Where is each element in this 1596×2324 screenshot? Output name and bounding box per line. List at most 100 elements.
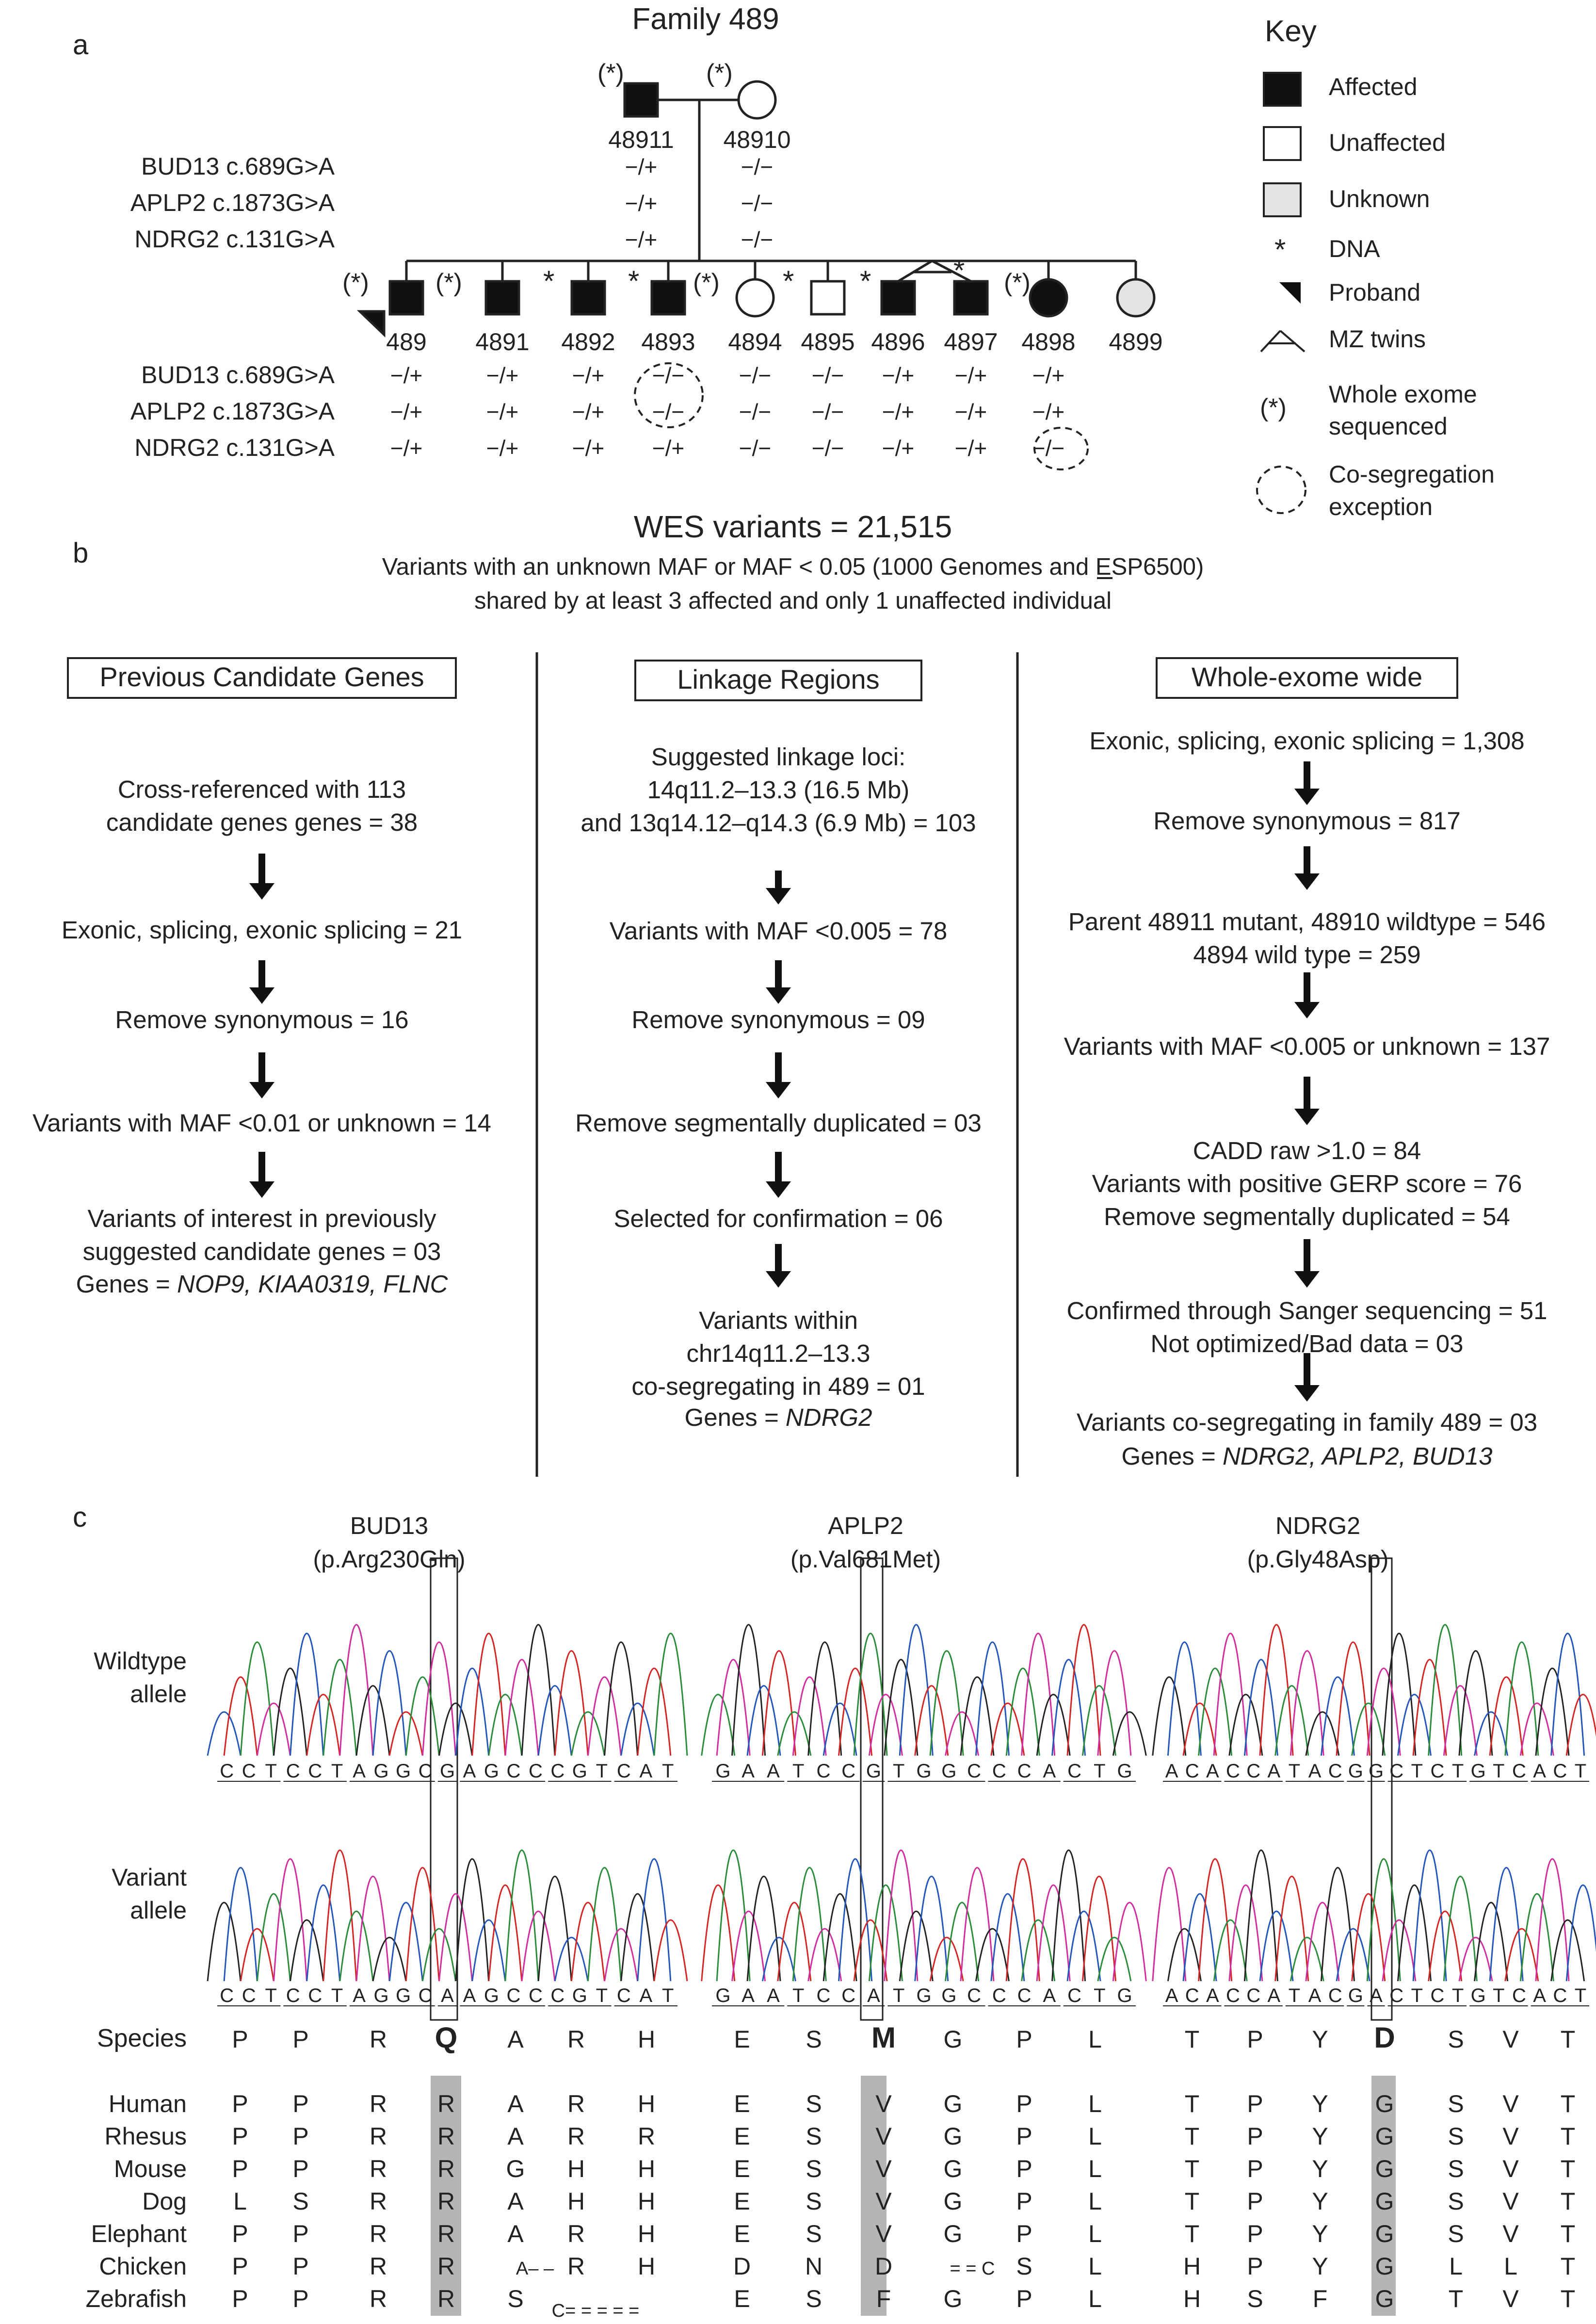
alignment-aa: G	[1375, 2155, 1394, 2182]
species-aa: A	[507, 2026, 524, 2053]
key-dna-symbol: *	[1274, 233, 1286, 266]
alignment-aa: P	[232, 2253, 248, 2280]
trace-peak	[1036, 1694, 1071, 1756]
species-aa: Q	[435, 2021, 458, 2054]
trace-peak	[1366, 1858, 1401, 1982]
alignment-aa: = = C	[950, 2259, 995, 2279]
base-letter: C	[992, 1760, 1006, 1782]
trace-peak	[488, 1694, 523, 1756]
trace-peak	[504, 1659, 539, 1756]
flow-arrow-head	[766, 1082, 791, 1098]
flow-step: Remove synonymous = 16	[115, 1006, 408, 1033]
flow-genes: Genes = NDRG2	[685, 1404, 872, 1431]
species-name: Human	[109, 2090, 187, 2117]
alignment-aa: R	[638, 2123, 655, 2150]
base-letter: T	[662, 1985, 674, 2006]
wes-marker: (*)	[435, 269, 462, 297]
trace-peak	[1443, 1685, 1478, 1756]
panel-c-label: c	[73, 1501, 87, 1533]
base-letter: C	[1226, 1985, 1240, 2006]
alignment-aa: G	[1375, 2253, 1394, 2280]
gene-name: BUD13	[350, 1512, 428, 1539]
trace-peak	[1519, 1702, 1554, 1756]
alignment-aa: S	[1448, 2220, 1464, 2247]
base-letter: G	[1117, 1760, 1132, 1782]
base-letter: A	[639, 1985, 652, 2006]
key-label: Co-segregation	[1329, 461, 1495, 488]
row-label-variant: allele	[130, 1897, 187, 1924]
flow-step: Remove segmentally duplicated = 03	[575, 1109, 982, 1137]
genotype: −/+	[1032, 399, 1065, 424]
alignment-aa: P	[1247, 2155, 1263, 2182]
trace-peak	[355, 1685, 390, 1756]
genotype: −/−	[739, 436, 772, 461]
base-letter: A	[441, 1985, 454, 2006]
base-letter: C	[419, 1985, 433, 2006]
flow-subtitle: shared by at least 3 affected and only 1…	[474, 588, 1112, 614]
trace-peak	[1489, 1676, 1524, 1756]
base-letter: C	[1389, 1760, 1403, 1782]
alignment-aa: P	[232, 2155, 248, 2182]
trace-peak	[1081, 1685, 1116, 1756]
trace-peak	[570, 1711, 605, 1756]
trace-peak	[256, 1702, 291, 1756]
base-letter: G	[715, 1985, 730, 2006]
alignment-aa: S	[806, 2123, 822, 2150]
base-letter: C	[841, 1985, 855, 2006]
genotype: −/+	[652, 436, 685, 461]
key-title: Key	[1265, 15, 1317, 48]
affected-father	[623, 82, 659, 118]
base-letter: A	[1533, 1760, 1546, 1782]
species-aa: P	[1016, 2026, 1032, 2053]
unaffected-mother	[737, 80, 777, 120]
trace-peak	[1213, 1919, 1248, 1982]
trace-peak	[914, 1875, 949, 1982]
variant-label: NDRG2 c.131G>A	[134, 434, 335, 461]
base-letter: T	[1452, 1985, 1464, 2006]
trace-peak	[746, 1685, 781, 1756]
genotype: −/+	[486, 436, 519, 461]
trace-peak	[1336, 1641, 1370, 1756]
key-label: Whole exome	[1329, 381, 1477, 408]
species-name: Elephant	[91, 2220, 187, 2247]
base-letter: C	[1430, 1760, 1444, 1782]
trace-peak	[945, 1902, 980, 1982]
alignment-aa: Y	[1312, 2155, 1328, 2182]
key-wes-symbol: (*)	[1260, 394, 1287, 422]
species-aa: E	[734, 2026, 750, 2053]
individual-id: 48910	[723, 126, 790, 153]
base-letter: A	[463, 1985, 476, 2006]
flow-header: Whole-exome wide	[1192, 662, 1422, 692]
trace-peak	[290, 1919, 324, 1982]
trace-peak	[1565, 1884, 1596, 1982]
trace-peak	[838, 1667, 873, 1756]
alignment-aa: T	[1561, 2155, 1576, 2182]
flow-genes: Genes = NDRG2, APLP2, BUD13	[1122, 1442, 1493, 1470]
base-letter: A	[1308, 1760, 1322, 1782]
child-4897	[953, 280, 989, 316]
flow-step: Selected for confirmation = 06	[614, 1205, 943, 1232]
genotype: −/+	[955, 436, 987, 461]
trace-peak	[223, 1676, 258, 1756]
base-letter: G	[572, 1760, 587, 1782]
key-unaffected-symbol	[1263, 126, 1302, 161]
alignment-aa: P	[292, 2155, 308, 2182]
alignment-aa: R	[370, 2123, 387, 2150]
flow-arrow-head	[1294, 789, 1320, 805]
trace-peak	[604, 1928, 639, 1982]
alignment-aa: L	[1088, 2220, 1102, 2247]
trace-peak	[637, 1667, 672, 1756]
trace-peak	[372, 1650, 407, 1756]
trace-peak	[807, 1641, 842, 1756]
trace-peak	[716, 1849, 751, 1982]
base-letter: C	[1246, 1985, 1260, 2006]
base-letter: G	[1117, 1985, 1132, 2006]
base-letter: C	[816, 1985, 830, 2006]
base-letter: G	[866, 1760, 881, 1782]
dna-marker: *	[953, 254, 965, 287]
alignment-aa: P	[292, 2220, 308, 2247]
conserved-highlight	[1371, 2076, 1396, 2316]
trace-peak	[1198, 1858, 1233, 1982]
alignment-aa: P	[292, 2123, 308, 2150]
